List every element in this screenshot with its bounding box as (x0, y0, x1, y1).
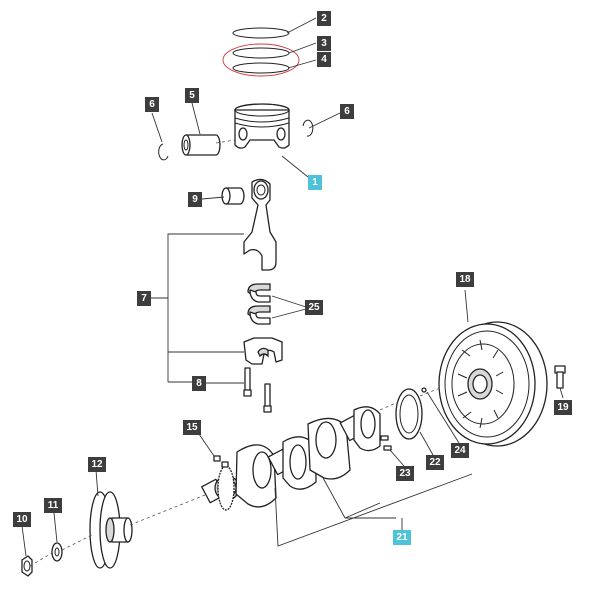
piston-ring-2[interactable] (232, 27, 290, 39)
bearing-shell-lower[interactable] (247, 305, 271, 325)
piston-ring-3[interactable] (232, 47, 290, 59)
rear-seal-ring[interactable] (395, 388, 423, 440)
svg-text:9: 9 (192, 194, 198, 205)
callout-5[interactable]: 5 (185, 88, 199, 103)
callout-1[interactable]: 1 (308, 175, 322, 190)
callout-6-left[interactable]: 6 (145, 97, 159, 112)
callout-19[interactable]: 19 (554, 400, 572, 415)
svg-text:10: 10 (16, 514, 28, 525)
svg-text:5: 5 (189, 90, 195, 101)
flywheel[interactable] (438, 321, 548, 447)
callout-6-right[interactable]: 6 (340, 104, 354, 119)
assembly-axis-lines (29, 139, 441, 567)
svg-text:18: 18 (459, 274, 471, 285)
leader-lines (21, 17, 564, 557)
callout-10[interactable]: 10 (13, 512, 31, 527)
svg-text:6: 6 (344, 106, 350, 117)
callout-11[interactable]: 11 (44, 498, 62, 513)
svg-text:4: 4 (321, 54, 327, 65)
callout-8[interactable]: 8 (192, 376, 206, 391)
svg-text:21: 21 (396, 532, 408, 543)
connecting-rod[interactable] (243, 178, 277, 271)
callout-2[interactable]: 2 (317, 11, 331, 26)
bearing-shell-upper[interactable] (247, 283, 271, 303)
svg-text:6: 6 (149, 99, 155, 110)
svg-text:23: 23 (399, 468, 411, 479)
callout-9[interactable]: 9 (188, 192, 202, 207)
callout-18[interactable]: 18 (456, 272, 474, 287)
dowel-pins[interactable] (380, 435, 392, 451)
circlip-left[interactable] (158, 143, 169, 161)
connecting-rod-cap[interactable] (243, 337, 283, 365)
piston[interactable] (234, 103, 290, 149)
callout-7[interactable]: 7 (137, 291, 151, 306)
callout-4[interactable]: 4 (317, 52, 331, 67)
crank-pulley[interactable] (89, 491, 133, 569)
callout-15[interactable]: 15 (183, 420, 201, 435)
callout-25[interactable]: 25 (305, 300, 323, 315)
svg-text:24: 24 (454, 445, 466, 456)
callout-3[interactable]: 3 (317, 36, 331, 51)
callout-24[interactable]: 24 (451, 443, 469, 458)
piston-pin[interactable] (181, 134, 221, 156)
callout-12[interactable]: 12 (88, 457, 106, 472)
callout-21[interactable]: 21 (393, 530, 411, 545)
svg-text:15: 15 (186, 422, 198, 433)
callout-22[interactable]: 22 (426, 455, 444, 470)
small-end-bushing[interactable] (221, 187, 245, 205)
svg-text:19: 19 (557, 402, 569, 413)
svg-text:1: 1 (312, 177, 318, 188)
svg-text:2: 2 (321, 13, 327, 24)
flywheel-bolt[interactable] (554, 365, 566, 389)
svg-text:25: 25 (308, 302, 320, 313)
ring-selection-outline (222, 43, 300, 77)
pulley-washer[interactable] (51, 542, 63, 562)
piston-ring-4[interactable] (232, 62, 290, 74)
woodruff-key[interactable] (213, 455, 229, 468)
crank-timing-gear[interactable] (217, 465, 235, 511)
svg-text:8: 8 (196, 378, 202, 389)
rod-bolt-right[interactable] (263, 383, 272, 413)
circlip-right[interactable] (302, 119, 314, 137)
svg-text:7: 7 (141, 293, 147, 304)
seal-bolt[interactable] (421, 387, 427, 393)
rod-bolt-left[interactable] (243, 367, 252, 397)
callout-23[interactable]: 23 (396, 466, 414, 481)
svg-text:11: 11 (48, 500, 59, 511)
svg-text:22: 22 (429, 457, 441, 468)
svg-text:12: 12 (91, 459, 103, 470)
svg-text:3: 3 (321, 38, 327, 49)
